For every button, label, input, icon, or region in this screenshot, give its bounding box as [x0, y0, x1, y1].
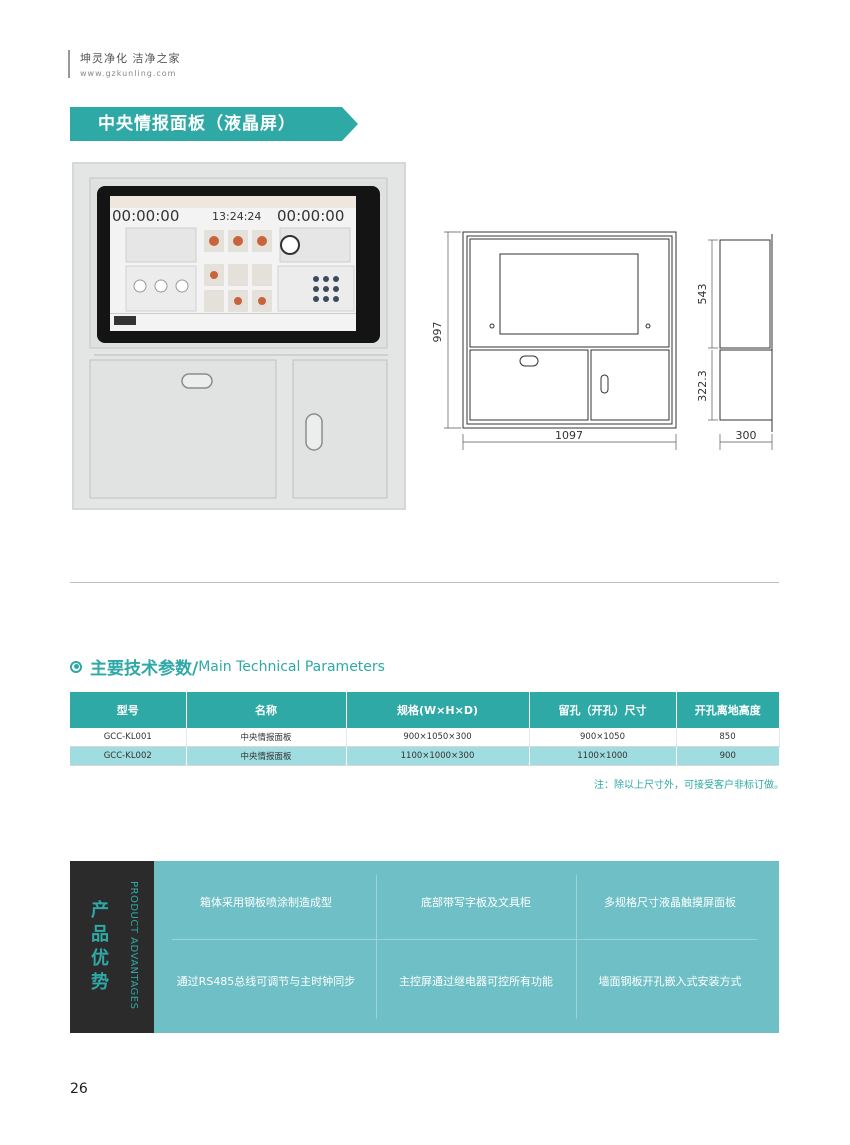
col-header: 型号 [70, 692, 187, 728]
dim-lower: 322.3 [696, 370, 709, 402]
brand-header: 坤灵净化 洁净之家 www.gzkunling.com [68, 50, 181, 78]
table-cell: 1100×1000×300 [346, 746, 530, 766]
table-cell: GCC-KL002 [70, 746, 187, 766]
table-cell: 中央情报面板 [186, 728, 347, 747]
table-header-row: 型号 名称 规格(W×H×D) 留孔（开孔）尺寸 开孔离地高度 [70, 692, 779, 728]
dim-depth: 300 [736, 429, 757, 442]
product-photo: 00:00:00 13:24:24 00:00:00 [72, 162, 406, 510]
table-cell: 1100×1000 [529, 746, 677, 766]
brand-name: 坤灵净化 洁净之家 [80, 52, 181, 65]
advantage-item: 通过RS485总线可调节与主时钟同步 [176, 975, 356, 988]
advantage-item: 箱体采用钢板喷涂制造成型 [200, 896, 332, 909]
technical-drawing: 997 1097 543 322.3 300 [431, 231, 773, 450]
screen-clock-left: 00:00:00 [112, 207, 179, 225]
advantage-item: 墙面钢板开孔嵌入式安装方式 [598, 975, 742, 988]
col-header: 规格(W×H×D) [346, 692, 530, 728]
screen-clock-right: 00:00:00 [277, 207, 344, 225]
dim-width: 1097 [555, 429, 583, 442]
table-cell: 900 [676, 746, 779, 766]
params-title-en: Main Technical Parameters [198, 658, 385, 675]
advantages-title-zh: 产品优势 [91, 900, 109, 993]
table-row: GCC-KL001 中央情报面板 900×1050×300 900×1050 8… [70, 728, 780, 747]
page-number: 26 [70, 1081, 88, 1097]
table-cell: 中央情报面板 [186, 746, 347, 766]
advantage-item: 主控屏通过继电器可控所有功能 [399, 975, 553, 988]
params-note: 注：除以上尺寸外，可接受客户非标订做。 [594, 780, 784, 791]
brand-url: www.gzkunling.com [80, 69, 177, 78]
spec-table: 型号 名称 规格(W×H×D) 留孔（开孔）尺寸 开孔离地高度 GCC-KL00… [70, 692, 780, 766]
dim-height: 997 [431, 322, 444, 343]
section-divider [70, 582, 779, 583]
params-title-zh: 主要技术参数/ [90, 659, 199, 679]
advantage-item: 多规格尺寸液晶触摸屏面板 [604, 896, 736, 909]
advantages-band: 产品优势 PRODUCT ADVANTAGES 箱体采用钢板喷涂制造成型 底部带… [70, 861, 779, 1033]
advantages-title-en: PRODUCT ADVANTAGES [128, 881, 139, 1010]
params-heading: 主要技术参数/ Main Technical Parameters [70, 654, 385, 679]
grid-divider [576, 875, 577, 1019]
col-header: 开孔离地高度 [676, 692, 779, 728]
table-cell: 900×1050 [529, 728, 677, 747]
table-cell: 900×1050×300 [346, 728, 530, 747]
bullet-icon [70, 660, 82, 673]
table-row: GCC-KL002 中央情报面板 1100×1000×300 1100×1000… [70, 746, 779, 766]
advantage-item: 底部带写字板及文具柜 [421, 896, 531, 909]
col-header: 名称 [186, 692, 347, 728]
grid-divider [376, 875, 377, 1019]
product-title: 中央情报面板（液晶屏） [70, 107, 358, 141]
advantages-side-label: 产品优势 PRODUCT ADVANTAGES [70, 861, 154, 1033]
table-cell: GCC-KL001 [70, 728, 187, 747]
screen-clock-center: 13:24:24 [212, 210, 261, 223]
col-header: 留孔（开孔）尺寸 [529, 692, 677, 728]
grid-divider [172, 939, 757, 940]
dim-upper: 543 [696, 284, 709, 305]
table-cell: 850 [676, 728, 780, 747]
